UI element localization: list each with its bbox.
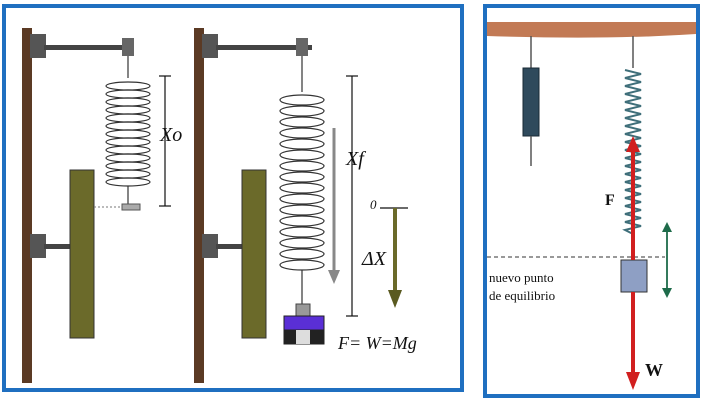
w-arrow [626,292,640,390]
force-equation: F= W=Mg [338,333,417,353]
short-spring [522,36,540,166]
clamp-bottom-2 [202,234,218,258]
left-diagram-svg [22,28,408,383]
zero-label: 0 [370,197,377,212]
hanging-mass [283,303,325,345]
delta-x-label: ΔX [362,248,386,270]
clamp-top-2 [202,34,218,58]
clamp-top-1 [30,34,46,58]
stand-2 [194,28,312,383]
spring-2 [279,56,325,310]
equilibrium-label-line1: nuevo punto [489,270,554,285]
delta-x-arrow [380,207,408,308]
x0-bracket [159,75,171,207]
hook-clamp-2 [296,38,308,56]
f-label: F [605,192,615,209]
equilibrium-label-line2: de equilibrio [489,288,556,303]
oscillation-arrow [662,222,672,298]
stretch-arrow [328,128,340,284]
clamp-bottom-1 [30,234,46,258]
right-diagram-panel: F W nuevo punto de equilibrio [483,4,700,398]
hook-clamp-1 [122,38,134,56]
ceiling-beam [487,22,696,38]
mass-block [620,259,648,293]
ruler-1 [69,169,95,339]
w-label: W [645,360,663,380]
xf-label: Xf [346,148,364,170]
wooden-pole-1 [22,28,32,383]
rod-top-2 [216,45,312,50]
rod-top-1 [44,45,130,50]
right-diagram-svg [487,22,696,390]
f-arrow [626,136,640,260]
rod-bottom-2 [216,244,250,249]
xf-bracket [346,75,358,317]
ruler-2 [241,169,267,339]
spring-1 [105,56,151,205]
stand-1 [22,28,134,383]
rod-bottom-1 [44,244,78,249]
wooden-pole-2 [194,28,204,383]
x0-label: Xo [160,124,183,146]
left-diagram-panel: Xo Xf 0 ΔX F= W=Mg [2,4,464,392]
spring-1-end-plate [121,203,141,211]
